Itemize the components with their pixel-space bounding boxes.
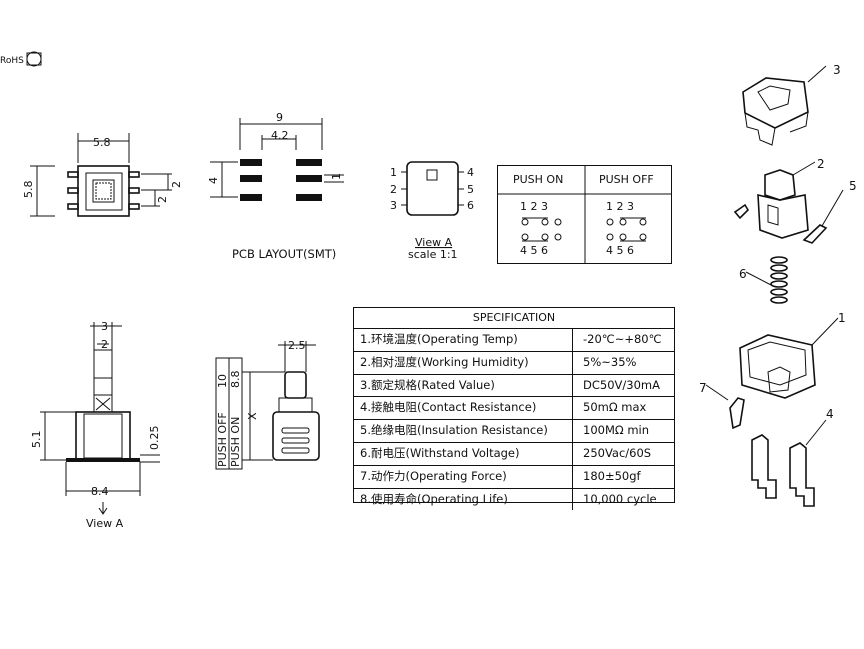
push-off-label: PUSH OFF <box>216 412 229 467</box>
dim-9: 9 <box>276 111 283 124</box>
spec-row: 6.耐电压(Withstand Voltage) 250Vac/60S <box>354 442 674 466</box>
push-off-bottom-digits: 4 5 6 <box>606 244 634 257</box>
dim-4: 4 <box>207 177 220 184</box>
pin-2: 2 <box>390 183 397 196</box>
view-a-title: View A <box>415 236 453 249</box>
spec-key: 2.相对湿度(Working Humidity) <box>354 351 573 374</box>
front-view-drawing: 2.5 PUSH OFF PUSH ON 10 8.8 X <box>215 339 320 470</box>
pin-5: 5 <box>467 183 474 196</box>
spec-value: -20℃~+80℃ <box>583 332 662 346</box>
callout-6: 6 <box>739 267 747 281</box>
spec-value: DC50V/30mA <box>583 377 660 392</box>
push-table-symbols: PUSH ON PUSH OFF 1 2 3 4 5 6 1 2 3 4 5 6 <box>497 165 672 264</box>
view-a-scale: scale 1:1 <box>408 248 458 261</box>
pin-6: 6 <box>467 199 474 212</box>
spec-value: 250Vac/60S <box>583 445 652 460</box>
spec-row: 1.环境温度(Operating Temp) -20℃~+80℃ <box>354 329 674 352</box>
callout-5: 5 <box>849 179 857 193</box>
callout-2: 2 <box>817 157 825 171</box>
spec-row: 8.使用寿命(Operating Life) 10,000 cycle <box>354 488 674 511</box>
dim-2-side: 2 <box>101 338 108 351</box>
push-off-top-digits: 1 2 3 <box>606 200 634 213</box>
spec-key: 3.额定规格(Rated Value) <box>354 374 573 397</box>
callout-1: 1 <box>838 311 846 325</box>
spec-row: 5.绝缘电阻(Insulation Resistance) 100MΩ min <box>354 420 674 443</box>
exploded-view-drawing: 3 2 5 6 1 7 4 <box>699 63 857 507</box>
specification-title: SPECIFICATION <box>354 308 674 329</box>
spec-value: 50mΩ max <box>583 400 647 415</box>
spec-key: 1.环境温度(Operating Temp) <box>354 329 573 351</box>
dim-5-8-width: 5.8 <box>93 136 111 149</box>
dim-5-8-height: 5.8 <box>22 181 35 199</box>
spec-key: 8.使用寿命(Operating Life) <box>354 488 573 511</box>
spec-row: 7.动作力(Operating Force) 180±50gf <box>354 465 674 489</box>
callout-3: 3 <box>833 63 841 77</box>
dim-1: 1 <box>330 173 343 180</box>
dim-2-right: 2 <box>170 181 183 188</box>
spec-key: 7.动作力(Operating Force) <box>354 465 573 488</box>
dim-2-inner: 2 <box>156 196 169 203</box>
pin-4: 4 <box>467 166 474 179</box>
spec-value: 180±50gf <box>583 468 641 483</box>
spec-row: 2.相对湿度(Working Humidity) 5%~35% <box>354 351 674 375</box>
rohs-logo: RoHS <box>0 51 42 67</box>
callout-4: 4 <box>826 407 834 421</box>
push-on-label: PUSH ON <box>229 417 242 467</box>
spec-value: 100MΩ min <box>583 423 650 438</box>
pin-1: 1 <box>390 166 397 179</box>
push-table <box>497 165 672 264</box>
pcb-layout-label: PCB LAYOUT(SMT) <box>232 247 336 261</box>
dim-3: 3 <box>101 320 108 333</box>
dim-2-5: 2.5 <box>288 339 306 352</box>
push-on-value: 8.8 <box>229 371 242 389</box>
side-view-drawing: 3 2 5.1 0.25 8.4 View A <box>30 320 161 530</box>
specification-table: SPECIFICATION 1.环境温度(Operating Temp) -20… <box>353 307 675 511</box>
spec-value: 10,000 cycle <box>583 491 657 506</box>
spec-key: 4.接触电阻(Contact Resistance) <box>354 397 573 420</box>
spec-value: 5%~35% <box>583 354 637 369</box>
push-on-bottom-digits: 4 5 6 <box>520 244 548 257</box>
rohs-text: RoHS <box>0 56 24 66</box>
push-off-value: 10 <box>216 374 229 388</box>
push-on-top-digits: 1 2 3 <box>520 200 548 213</box>
push-on-header: PUSH ON <box>513 173 563 186</box>
top-view-drawing: 5.8 5.8 2 2 <box>22 133 183 217</box>
callout-7: 7 <box>699 381 707 395</box>
spec-key: 5.绝缘电阻(Insulation Resistance) <box>354 420 573 442</box>
spec-row: 4.接触电阻(Contact Resistance) 50mΩ max <box>354 397 674 421</box>
push-off-header: PUSH OFF <box>599 173 654 186</box>
spec-row: 3.额定规格(Rated Value) DC50V/30mA <box>354 374 674 398</box>
side-view-label: View A <box>86 517 124 530</box>
pcb-layout-drawing: 9 4.2 4 1 PCB LAYOUT(SMT) <box>207 111 344 261</box>
pin-3: 3 <box>390 199 397 212</box>
dim-0-25: 0.25 <box>148 426 161 451</box>
dim-8-4: 8.4 <box>91 485 109 498</box>
spec-key: 6.耐电压(Withstand Voltage) <box>354 442 573 465</box>
dim-4-2: 4.2 <box>271 129 289 142</box>
view-a-drawing: 1 2 3 4 5 6 View A scale 1:1 <box>390 161 474 261</box>
dim-5-1: 5.1 <box>30 431 43 449</box>
dim-x: X <box>246 412 259 420</box>
